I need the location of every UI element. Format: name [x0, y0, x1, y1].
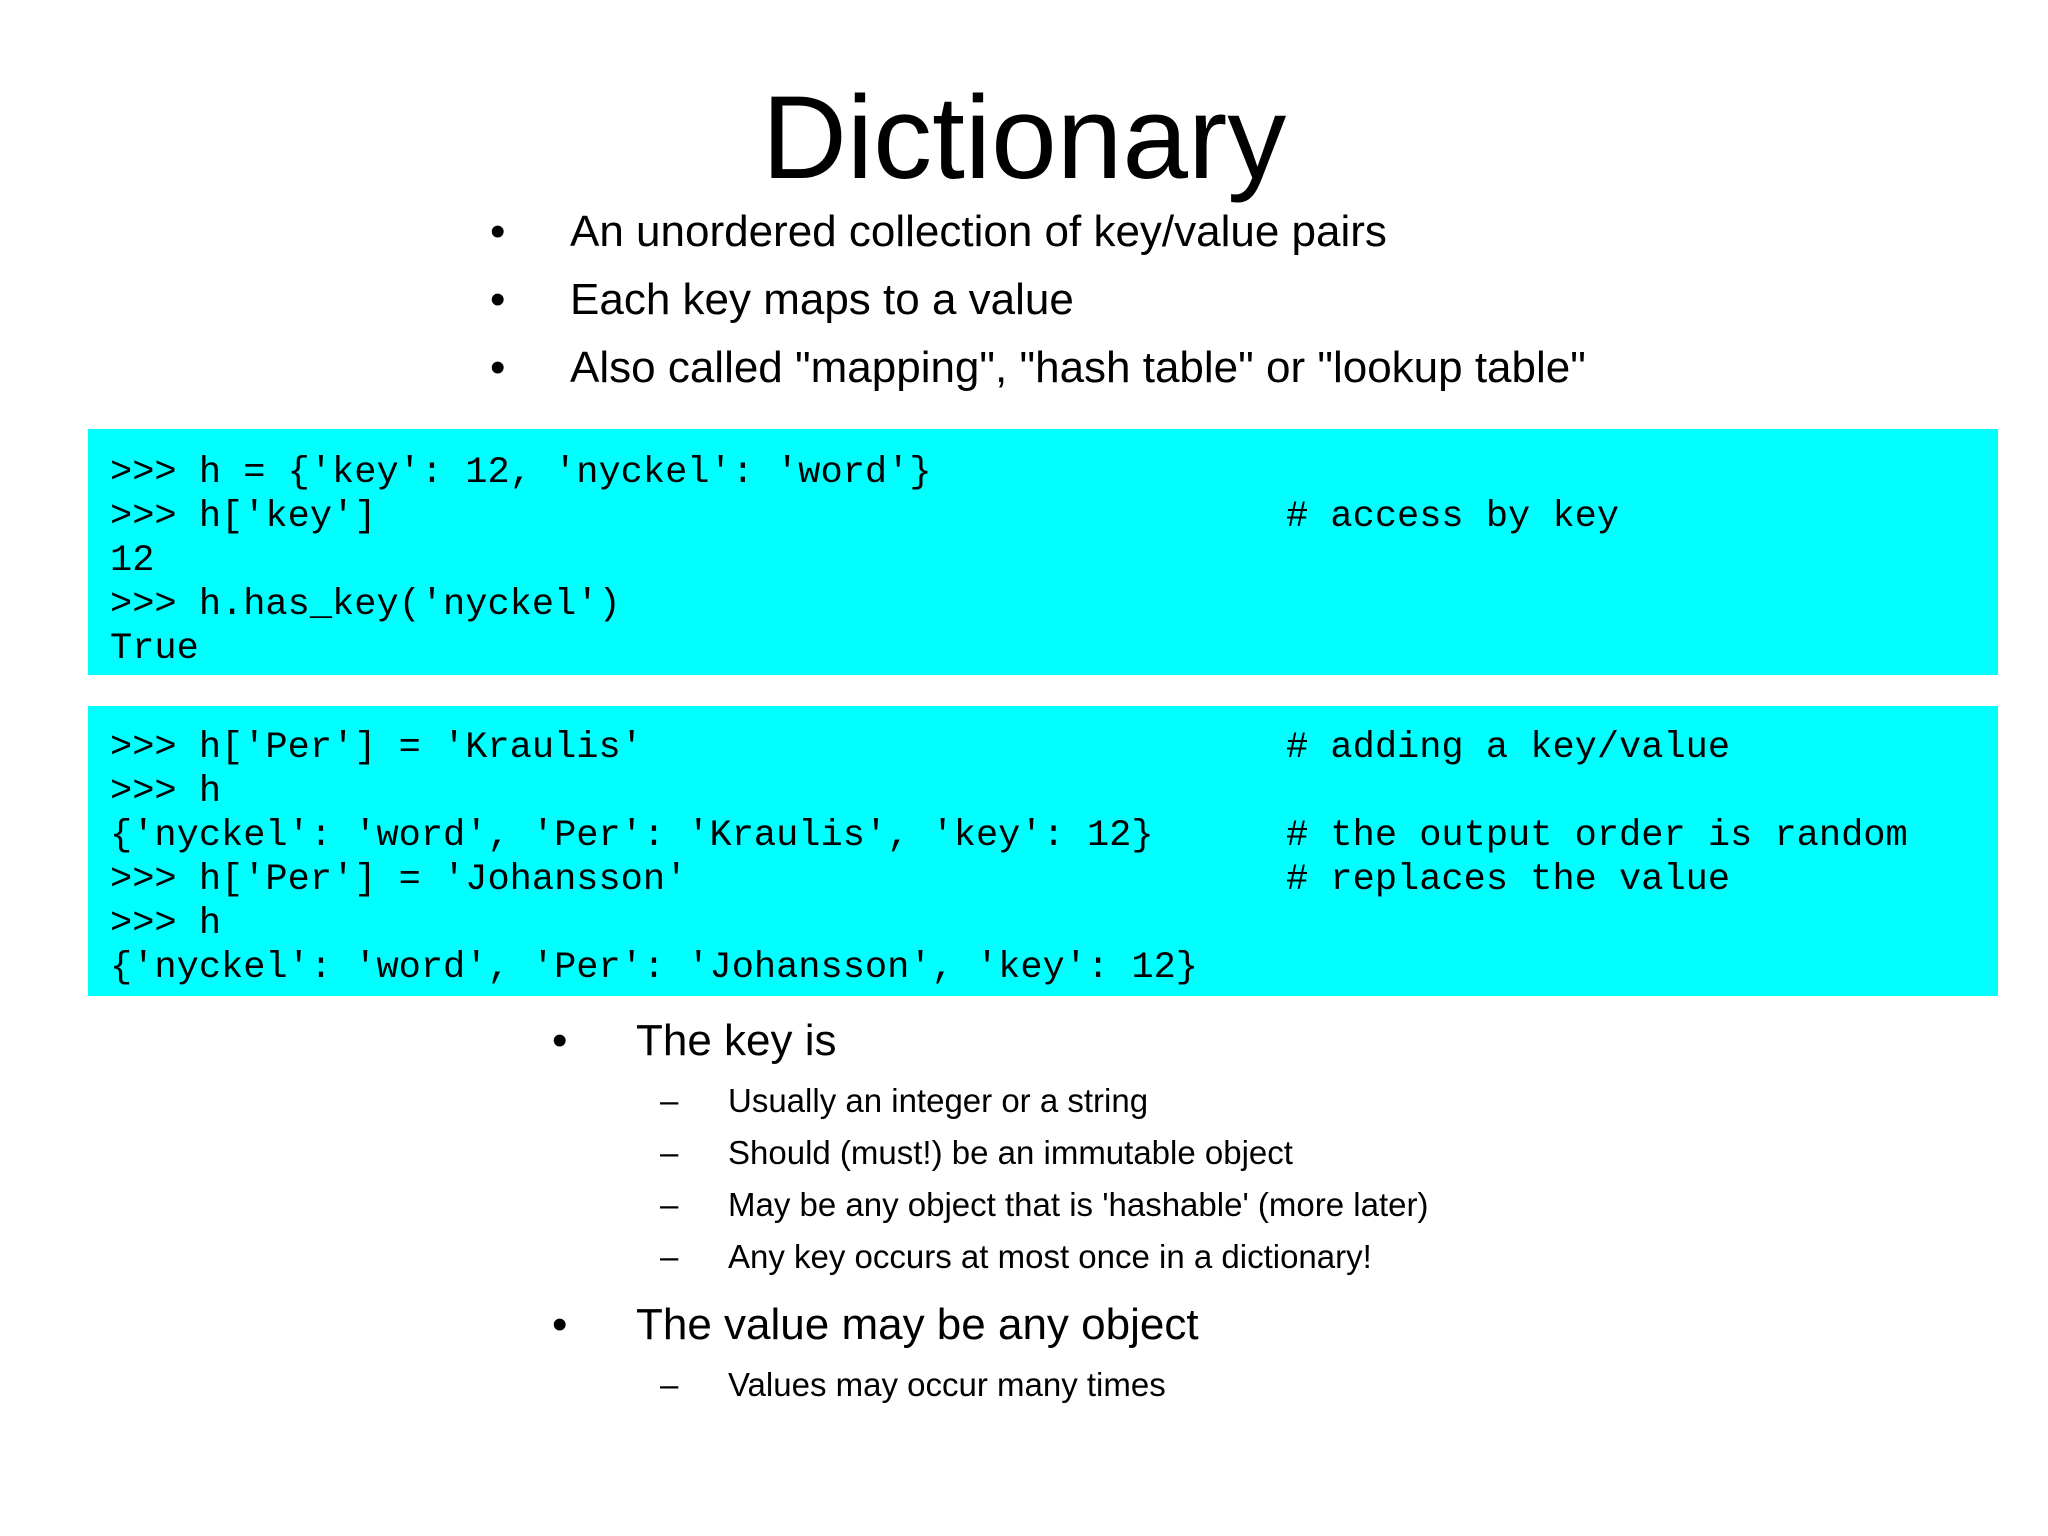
code-text: >>> h: [110, 771, 222, 813]
code-block-basic-access: >>> h = {'key': 12, 'nyckel': 'word'} >>…: [88, 429, 1998, 675]
code-line: True: [110, 627, 1976, 671]
code-text: {'nyckel': 'word', 'Per': 'Kraulis', 'ke…: [110, 815, 1154, 857]
key-sub-bullet-text: Any key occurs at most once in a diction…: [728, 1238, 1372, 1275]
key-sub-bullet-text: Usually an integer or a string: [728, 1082, 1149, 1119]
code-line: 12: [110, 539, 1976, 583]
code-text: >>> h.has_key('nyckel'): [110, 584, 621, 626]
bullet-icon: •: [552, 1300, 568, 1349]
slide-title: Dictionary: [761, 72, 1287, 204]
code-comment: # access by key: [1286, 496, 1620, 538]
key-sub-bullet-text: May be any object that is 'hashable' (mo…: [728, 1186, 1429, 1223]
intro-bullet-text: Each key maps to a value: [570, 275, 1074, 324]
code-text: True: [110, 628, 199, 670]
intro-bullet-text: An unordered collection of key/value pai…: [570, 207, 1387, 256]
bullet-icon: •: [490, 207, 506, 256]
bullet-icon: •: [552, 1016, 568, 1065]
code-line: >>> h['Per'] = 'Kraulis' # adding a key/…: [110, 726, 1976, 770]
code-text: 12: [110, 540, 155, 582]
bullet-icon: •: [490, 343, 506, 392]
dash-icon: –: [660, 1134, 679, 1171]
code-text: >>> h['Per'] = 'Kraulis': [110, 727, 643, 769]
code-line: {'nyckel': 'word', 'Per': 'Johansson', '…: [110, 946, 1976, 990]
dash-icon: –: [660, 1082, 679, 1119]
value-bullet-text: The value may be any object: [636, 1300, 1199, 1349]
code-text: >>> h['Per'] = 'Johansson': [110, 859, 688, 901]
code-line: {'nyckel': 'word', 'Per': 'Kraulis', 'ke…: [110, 814, 1976, 858]
dash-icon: –: [660, 1366, 679, 1403]
dash-icon: –: [660, 1238, 679, 1275]
value-sub-bullet-text: Values may occur many times: [728, 1366, 1166, 1403]
key-sub-bullet-text: Should (must!) be an immutable object: [728, 1134, 1293, 1171]
dash-icon: –: [660, 1186, 679, 1223]
code-text: >>> h['key']: [110, 496, 377, 538]
code-text: >>> h = {'key': 12, 'nyckel': 'word'}: [110, 452, 932, 494]
code-comment: # adding a key/value: [1286, 727, 1731, 769]
code-line: >>> h['Per'] = 'Johansson' # replaces th…: [110, 858, 1976, 902]
code-line: >>> h.has_key('nyckel'): [110, 583, 1976, 627]
code-block-modify: >>> h['Per'] = 'Kraulis' # adding a key/…: [88, 706, 1998, 996]
code-comment: # replaces the value: [1286, 859, 1731, 901]
code-line: >>> h: [110, 902, 1976, 946]
code-line: >>> h['key'] # access by key: [110, 495, 1976, 539]
key-bullet-text: The key is: [636, 1016, 837, 1065]
bullet-icon: •: [490, 275, 506, 324]
intro-bullet-text: Also called "mapping", "hash table" or "…: [570, 343, 1586, 392]
code-line: >>> h = {'key': 12, 'nyckel': 'word'}: [110, 451, 1976, 495]
code-line: >>> h: [110, 770, 1976, 814]
code-text: >>> h: [110, 903, 222, 945]
code-text: {'nyckel': 'word', 'Per': 'Johansson', '…: [110, 947, 1198, 989]
code-comment: # the output order is random: [1286, 815, 1908, 857]
